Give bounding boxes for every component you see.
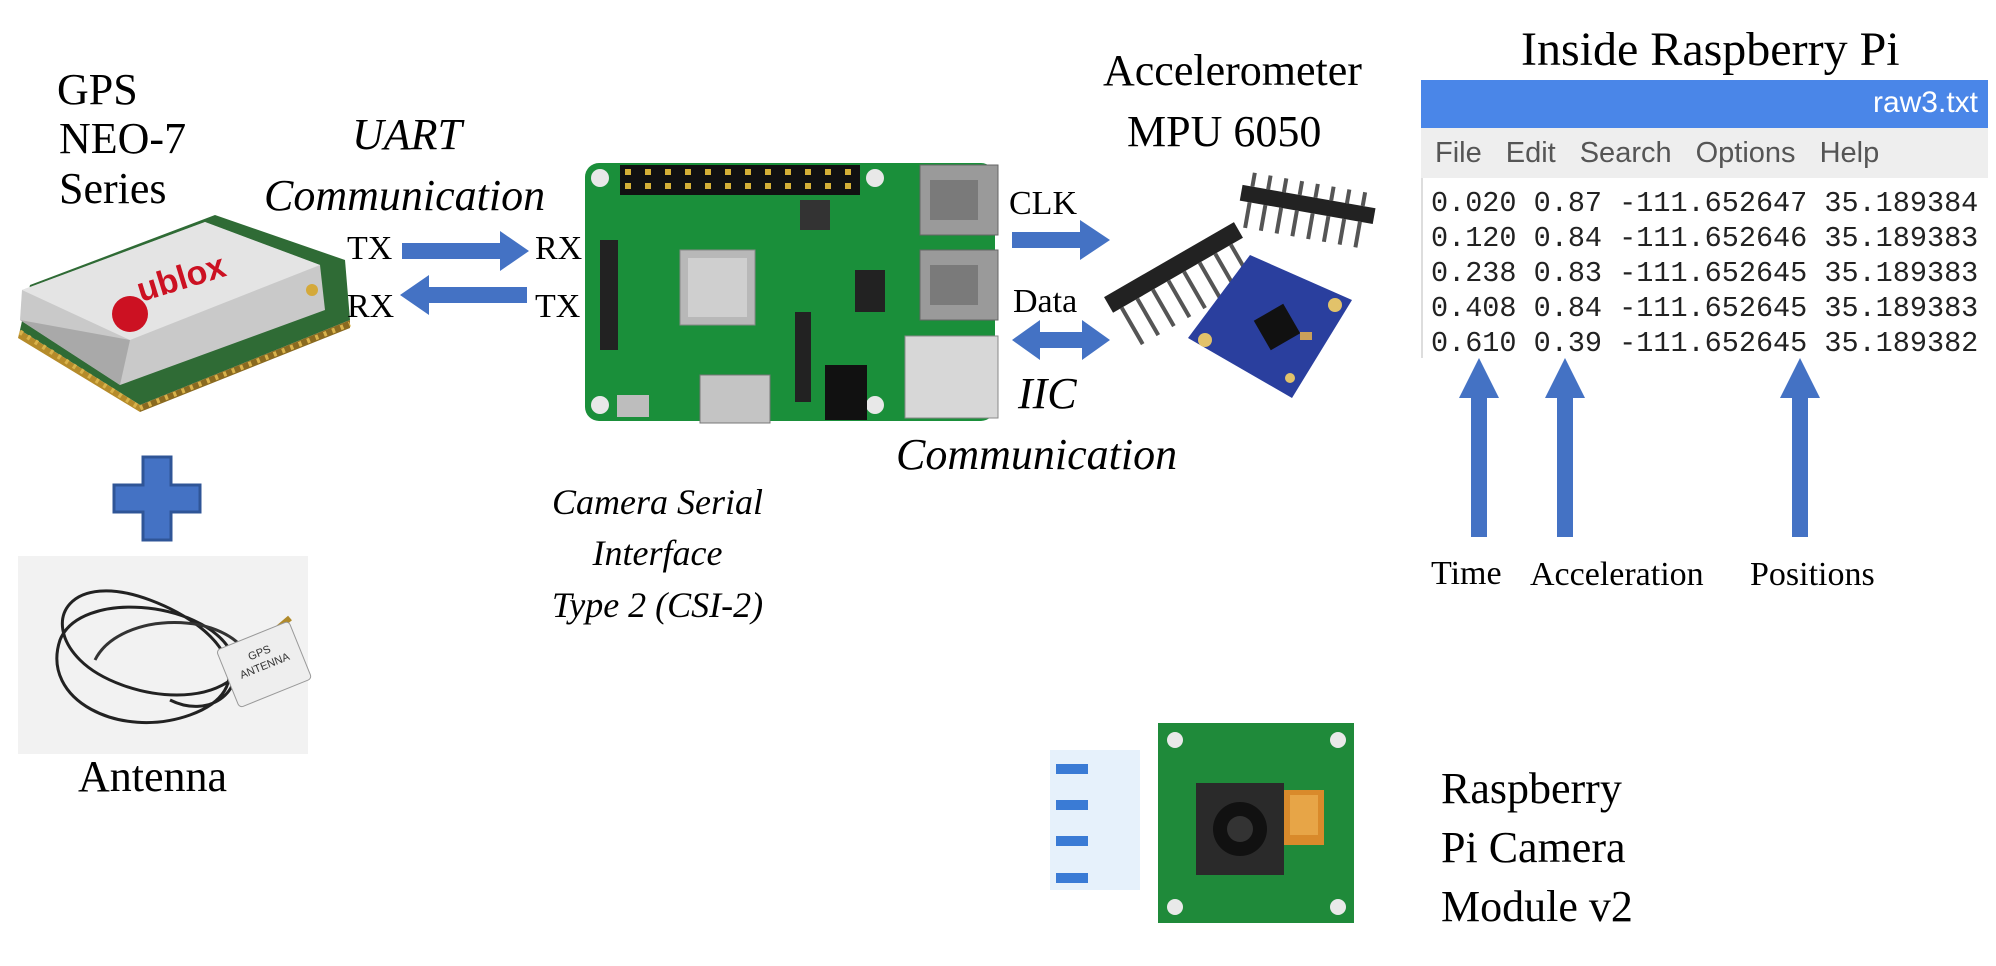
uart-title-line2: Communication [264, 171, 546, 220]
editor-menubar: File Edit Search Options Help [1421, 128, 1988, 178]
gps-title-line2: NEO-7 [59, 114, 187, 164]
uart-rx-right: RX [535, 230, 583, 267]
antenna-sticker: GPS ANTENNA [217, 621, 312, 708]
menu-file[interactable]: File [1435, 136, 1482, 169]
gps-title: GPS NEO-7 Series [57, 65, 186, 213]
camera-label-line1: Raspberry [1441, 764, 1622, 813]
csi-line1: Camera Serial [552, 482, 763, 522]
data-row: 0.610 0.39 -111.652645 35.189382 [1431, 327, 1979, 358]
csi-line3: Type 2 (CSI-2) [551, 584, 764, 625]
data-row: 0.238 0.83 -111.652645 35.189383 [1431, 257, 1979, 290]
iic-title-line2: Communication [896, 430, 1178, 479]
rx-from-tx-arrow [400, 275, 527, 315]
data-label: Data [1013, 283, 1078, 320]
accelerometer-title-line2: MPU 6050 [1127, 107, 1322, 156]
positions-arrow [1780, 358, 1820, 537]
gps-title-line1: GPS [57, 65, 138, 114]
menu-options[interactable]: Options [1695, 136, 1796, 169]
tx-to-rx-arrow [402, 231, 529, 271]
antenna-label: Antenna [78, 752, 228, 801]
data-row: 0.120 0.84 -111.652646 35.189383 [1431, 222, 1979, 255]
menu-help[interactable]: Help [1819, 136, 1880, 169]
editor-window-title: raw3.txt [1872, 86, 1978, 119]
data-row: 0.020 0.87 -111.652647 35.189384 [1431, 187, 1979, 220]
acceleration-arrow [1545, 358, 1585, 537]
editor-titlebar: raw3.txt [1421, 80, 1988, 128]
uart-tx-left: TX [347, 230, 393, 267]
accelerometer-title-line1: Accelerometer [1103, 46, 1362, 95]
data-bidirectional-arrow [1012, 320, 1110, 360]
camera-label: Raspberry Pi Camera Module v2 [1441, 760, 1633, 937]
uart-rx-left: RX [347, 288, 395, 325]
inside-pi-title: Inside Raspberry Pi [1521, 23, 1900, 76]
clk-label: CLK [1009, 185, 1077, 222]
clk-arrow [1012, 220, 1110, 260]
data-row: 0.408 0.84 -111.652645 35.189383 [1431, 292, 1979, 325]
csi-line2: Interface [592, 533, 723, 574]
uart-tx-right: TX [535, 288, 581, 325]
iic-title-line1: IIC [1018, 369, 1077, 418]
caption-time: Time [1431, 555, 1502, 592]
menu-edit[interactable]: Edit [1505, 136, 1556, 169]
csi-caption: Camera Serial Interface Type 2 (CSI-2) [520, 477, 795, 631]
time-arrow [1459, 358, 1499, 537]
gps-title-line3: Series [59, 163, 167, 213]
caption-positions: Positions [1750, 556, 1875, 593]
menu-search[interactable]: Search [1579, 136, 1672, 169]
camera-label-line2: Pi Camera [1441, 822, 1626, 872]
camera-label-line3: Module v2 [1441, 881, 1633, 931]
uart-title-line1: UART [352, 110, 462, 159]
text-editor-window: raw3.txt File Edit Search Options Help 0… [1421, 80, 1988, 358]
caption-acceleration: Acceleration [1530, 556, 1704, 593]
